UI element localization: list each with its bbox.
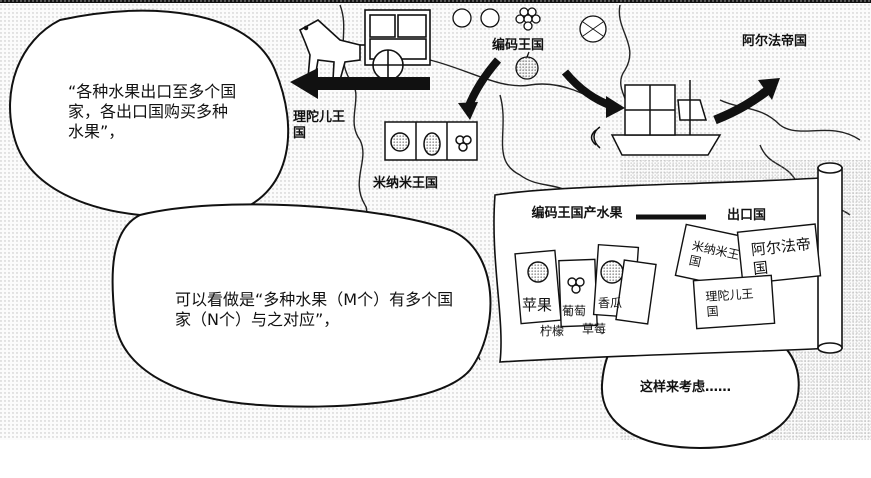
fruit-card-grape: 葡萄 (562, 304, 587, 318)
kingdom-bottom-label: 米纳米王国 (373, 176, 439, 191)
panel-bottom-margin (0, 440, 871, 478)
kingdom-left-label: 理陀儿王国 (293, 110, 346, 142)
ship-icon (590, 80, 722, 156)
lemon-icon (480, 8, 500, 28)
melon-icon (579, 15, 607, 43)
cart-icon (360, 9, 431, 81)
scroll-right-title: 出口国 (727, 208, 767, 223)
speech-bubble-middle (111, 203, 492, 408)
arrow-to-alpha-icon (713, 86, 771, 125)
country-cards (674, 223, 822, 330)
fruit-crate-icon (384, 121, 478, 161)
scroll-left-title: 编码王国产水果 (531, 206, 623, 221)
bubble-text-top-left: “各种水果出口至多个国家，各出口国购买多种水果”， (68, 82, 237, 141)
bubble-text-bottom-right: 这样来考虑…… (640, 380, 732, 395)
lemon-icon (452, 8, 472, 28)
arrow-to-left-icon (290, 68, 430, 99)
fruit-card-apple: 苹果 (522, 296, 553, 314)
fruit-card-strawberry: 草莓 (582, 322, 607, 336)
fruit-card-lemon: 柠檬 (540, 324, 565, 338)
country-card-ritoru: 理陀儿王国 (705, 286, 754, 319)
fruit-row-icons (452, 7, 607, 80)
country-card-alpha: 阿尔法帝国 (750, 234, 812, 278)
kingdom-center-label: 编码王国 (492, 38, 545, 53)
fruit-card-melon: 香瓜 (598, 296, 623, 310)
grape-icon (515, 7, 541, 31)
apple-icon (515, 51, 539, 80)
bubble-text-middle: 可以看做是“多种水果（M个）有多个国家（N个）与之对应”， (175, 290, 454, 329)
kingdom-right-label: 阿尔法帝国 (742, 34, 808, 49)
fruit-cards (514, 243, 657, 328)
